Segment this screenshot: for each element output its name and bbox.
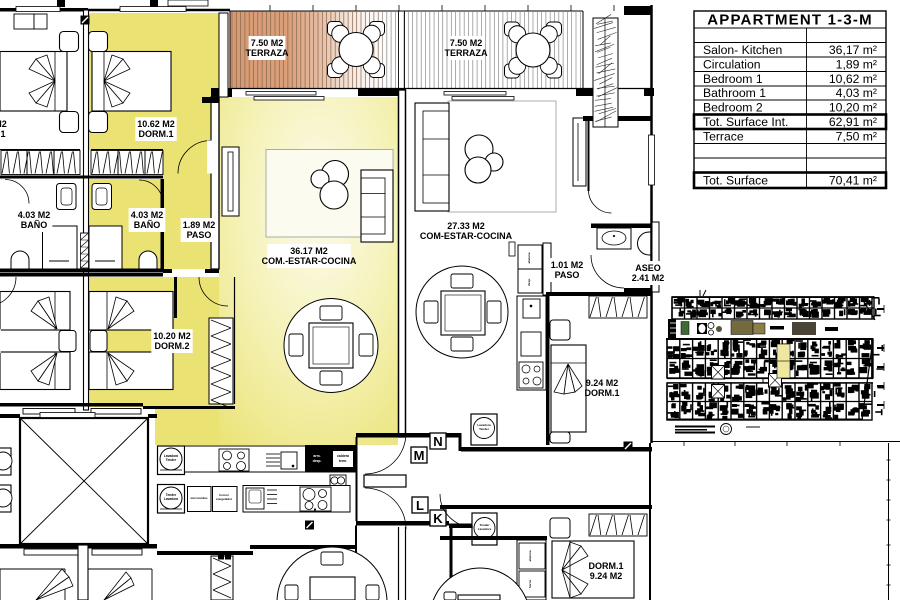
svg-text:horno: horno [528,580,532,589]
svg-text:Lavadora: Lavadora [478,527,492,531]
svg-text:horno/: horno/ [219,493,228,497]
svg-text:Bathroom 1: Bathroom 1 [703,86,766,100]
svg-text:10,20 m²: 10,20 m² [829,100,877,114]
svg-text:Circulation: Circulation [703,57,761,71]
svg-text:BAÑO: BAÑO [21,220,48,230]
svg-text:microondas: microondas [190,496,207,500]
svg-text:Tot. Surface: Tot. Surface [703,173,768,187]
svg-text:ASEO: ASEO [635,263,661,273]
svg-text:27.33 M2: 27.33 M2 [447,221,485,231]
svg-text:COM.-ESTAR-COCINA: COM.-ESTAR-COCINA [262,256,357,266]
svg-text:Tot. Surface Int.: Tot. Surface Int. [703,115,788,129]
svg-text:BAÑO: BAÑO [134,220,161,230]
svg-text:70,41 m²: 70,41 m² [829,173,877,187]
svg-text:1,89 m²: 1,89 m² [836,57,877,71]
svg-text:DORM.1: DORM.1 [0,129,6,139]
svg-text:36.17 M2: 36.17 M2 [290,246,328,256]
svg-text:COM-ESTAR-COCINA: COM-ESTAR-COCINA [420,231,513,241]
svg-text:7.50 M2: 7.50 M2 [251,38,284,48]
svg-text:36,17 m²: 36,17 m² [829,43,877,57]
svg-text:Tender: Tender [166,493,177,497]
svg-text:Lavadora: Lavadora [164,454,178,458]
svg-text:Tender: Tender [479,427,490,431]
svg-text:10.20 M2: 10.20 M2 [153,331,191,341]
svg-text:APPARTMENT 1-3-M: APPARTMENT 1-3-M [707,12,873,29]
svg-text:7,50 m²: 7,50 m² [836,129,877,143]
svg-text:9.24 M2: 9.24 M2 [586,378,619,388]
svg-text:10.62 M2: 10.62 M2 [137,119,175,129]
svg-text:10.62 M2: 10.62 M2 [0,119,7,129]
svg-text:arm.: arm. [313,454,320,458]
svg-text:N: N [433,434,442,449]
svg-text:PASO: PASO [555,270,580,280]
svg-text:62,91 m²: 62,91 m² [829,115,877,129]
svg-text:1.89 M2: 1.89 M2 [183,220,216,230]
svg-text:alacena: alacena [528,550,532,561]
svg-text:desp.: desp. [313,459,322,463]
svg-text:desp.: desp. [527,278,531,286]
svg-text:Lavadora: Lavadora [477,423,491,427]
svg-text:Bedroom 1: Bedroom 1 [703,72,763,86]
svg-text:Salon- Kitchen: Salon- Kitchen [703,43,782,57]
svg-text:7.50 M2: 7.50 M2 [450,38,483,48]
svg-text:4,03 m²: 4,03 m² [836,86,877,100]
svg-text:alacena: alacena [527,252,531,263]
svg-text:TERRAZA: TERRAZA [445,48,488,58]
svg-text:1.01 M2: 1.01 M2 [551,260,584,270]
svg-text:L: L [416,498,424,513]
svg-text:Tender: Tender [480,523,491,527]
svg-text:2.41 M2: 2.41 M2 [632,273,665,283]
svg-text:4.03 M2: 4.03 M2 [131,210,164,220]
svg-text:K: K [433,511,443,526]
svg-text:10,62 m²: 10,62 m² [829,72,877,86]
svg-text:DORM.1: DORM.1 [138,129,173,139]
svg-text:congelador: congelador [216,497,233,501]
svg-text:TERRAZA: TERRAZA [246,48,289,58]
svg-text:caldera: caldera [337,454,349,458]
svg-text:DORM.2: DORM.2 [154,341,189,351]
svg-text:PASO: PASO [187,230,212,240]
svg-text:DORM.1: DORM.1 [584,388,619,398]
svg-text:term.: term. [339,459,347,463]
svg-text:9.24 M2: 9.24 M2 [590,571,623,581]
svg-text:Bedroom 2: Bedroom 2 [703,100,763,114]
svg-text:M: M [414,448,425,463]
svg-text:DORM.1: DORM.1 [588,561,623,571]
svg-text:Terrace: Terrace [703,129,744,143]
svg-text:4.03 M2: 4.03 M2 [18,210,51,220]
svg-text:Tender: Tender [166,458,177,462]
svg-text:Lavadora: Lavadora [164,497,178,501]
